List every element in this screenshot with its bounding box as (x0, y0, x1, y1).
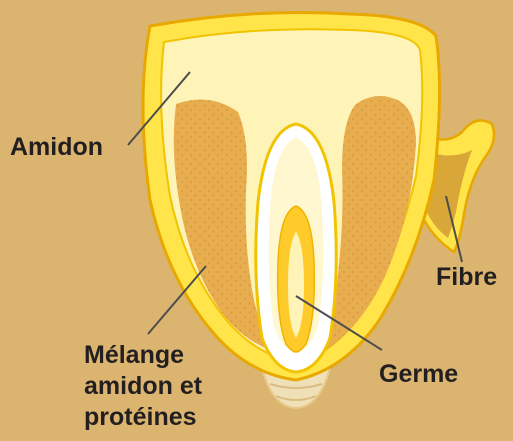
label-germe: Germe (379, 359, 458, 390)
label-melange-line-1: Mélange (84, 340, 202, 371)
label-fibre: Fibre (436, 262, 497, 293)
label-melange-line-3: protéines (84, 402, 202, 433)
label-melange: Mélange amidon et protéines (84, 340, 202, 433)
label-amidon: Amidon (10, 132, 103, 163)
label-melange-line-2: amidon et (84, 371, 202, 402)
